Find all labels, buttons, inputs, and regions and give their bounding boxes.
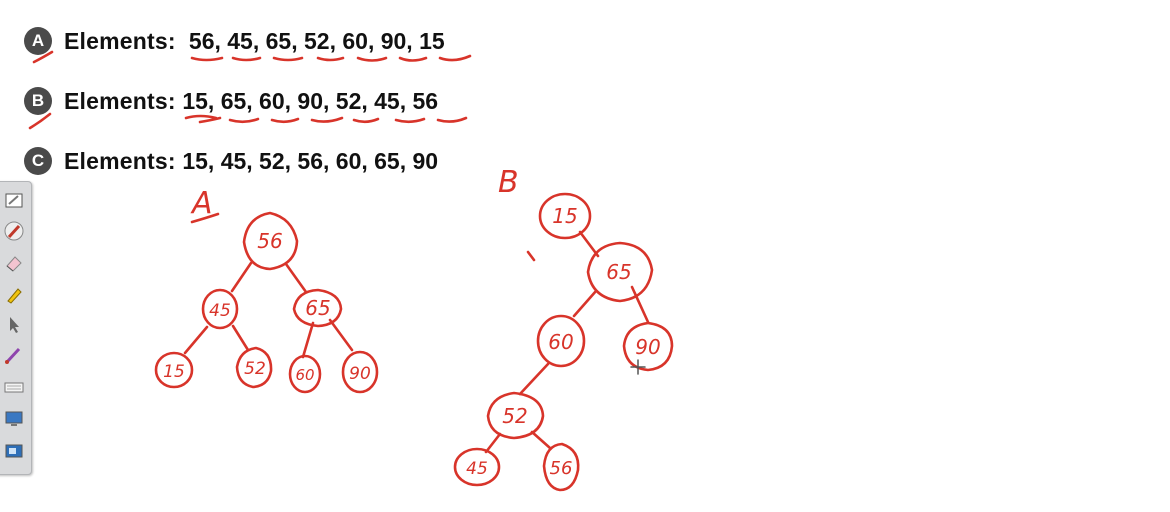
underline-a-6: [398, 56, 428, 62]
elements-values-b: 15, 65, 60, 90, 52, 45, 56: [182, 87, 439, 114]
element-row-c: C Elements: 15, 45, 52, 56, 60, 65, 90: [24, 144, 438, 178]
tree-a-node-15: [154, 351, 194, 389]
tree-b-value-60: 60: [548, 330, 573, 354]
tree-a-node-45: [201, 288, 239, 330]
elements-values-c: 15, 45, 52, 56, 60, 65, 90: [182, 147, 439, 174]
capture-icon: [5, 444, 23, 458]
whiteboard-tool-button[interactable]: [1, 188, 27, 214]
tree-b-edge-65-60: [572, 289, 598, 318]
tree-b-stray-mark: [526, 250, 536, 262]
tree-a-node-56: [242, 211, 299, 271]
underline-b-2: [228, 117, 260, 124]
tree-b-value-45: 45: [466, 459, 488, 479]
eraser-tool-button[interactable]: [1, 250, 27, 276]
tree-a-node-90: [341, 350, 379, 394]
capture-tool-button[interactable]: [1, 438, 27, 464]
tree-a-label: A: [190, 186, 213, 221]
badge-b: B: [24, 87, 52, 115]
tree-a-edge-65-60: [301, 321, 315, 359]
keyboard-icon: [4, 382, 24, 393]
tree-b-node-65: [586, 241, 654, 303]
tree-a-node-52: [235, 346, 273, 389]
underline-a-4: [316, 56, 345, 62]
tree-b-value-52: 52: [502, 404, 527, 428]
tree-a-value-56: 56: [257, 229, 282, 253]
tree-b-node-56: [542, 442, 580, 492]
annotation-toolbar: [0, 181, 32, 475]
underline-b-6: [394, 117, 426, 124]
crosshair-cursor: [630, 359, 646, 375]
element-row-b: B Elements: 15, 65, 60, 90, 52, 45, 56: [24, 84, 438, 118]
elements-label-b: Elements:: [64, 87, 183, 114]
tree-a-value-60: 60: [295, 366, 314, 384]
tree-b-label: B: [498, 165, 519, 200]
tree-b-node-45: [453, 447, 501, 487]
marker-tool-button[interactable]: [1, 342, 27, 368]
tree-b-edge-65-90: [630, 285, 650, 324]
tree-a-edge-45-15: [183, 325, 209, 355]
tree-a-value-65: 65: [305, 296, 330, 320]
elements-label-c: Elements:: [64, 147, 183, 174]
pointer-tool-button[interactable]: [1, 312, 27, 338]
underline-b-7: [436, 116, 468, 123]
tree-b-value-15: 15: [552, 204, 577, 228]
tree-a-edge-56-45: [230, 261, 253, 293]
tree-a-edge-45-52: [231, 324, 250, 352]
tree-a-node-60: [288, 354, 322, 394]
screen-icon: [5, 411, 23, 426]
underline-b-4: [310, 116, 344, 123]
eraser-icon: [6, 256, 22, 272]
whiteboard-icon: [5, 193, 23, 208]
elements-label-a: Elements:: [64, 27, 189, 54]
tree-a-node-65: [292, 288, 343, 328]
tree-b-value-65: 65: [606, 260, 631, 284]
keyboard-tool-button[interactable]: [1, 374, 27, 400]
tree-a-edge-56-65: [284, 262, 308, 294]
tree-b-edge-52-56: [530, 430, 552, 450]
underline-a-3: [272, 56, 304, 62]
tree-a-edge-65-90: [328, 318, 354, 352]
underline-a-5: [356, 56, 388, 62]
tree-b-value-90: 90: [635, 335, 660, 359]
tree-b-edge-52-45: [484, 432, 502, 454]
tree-b-value-56: 56: [550, 458, 573, 479]
screen-tool-button[interactable]: [1, 406, 27, 432]
elements-values-a: 56, 45, 65, 52, 60, 90, 15: [188, 27, 445, 54]
tree-b-node-90: [622, 321, 674, 372]
tree-b-edge-60-52: [518, 362, 550, 396]
underline-b-5: [352, 117, 380, 124]
underline-b-3: [270, 117, 300, 124]
underline-a-2: [231, 56, 262, 62]
underline-a-1: [190, 56, 224, 62]
tree-a-value-52: 52: [244, 359, 266, 379]
element-row-a: A Elements: 56, 45, 65, 52, 60, 90, 15: [24, 24, 445, 58]
badge-c: C: [24, 147, 52, 175]
tree-a-value-45: 45: [209, 301, 231, 321]
highlighter-icon: [7, 288, 22, 304]
tree-b-node-60: [536, 314, 586, 368]
pointer-icon: [10, 317, 19, 333]
marker-icon: [5, 347, 21, 364]
tree-a-label-underline: [190, 212, 220, 224]
tree-b-node-52: [486, 391, 545, 440]
tree-a-value-90: 90: [349, 364, 371, 384]
pen-icon: [4, 221, 24, 241]
highlighter-tool-button[interactable]: [1, 282, 27, 308]
badge-a: A: [24, 27, 52, 55]
tree-b-edge-15-65: [578, 230, 600, 258]
tree-b-node-15: [538, 192, 592, 240]
tree-a-value-15: 15: [163, 362, 185, 382]
pen-tool-button[interactable]: [1, 218, 27, 244]
